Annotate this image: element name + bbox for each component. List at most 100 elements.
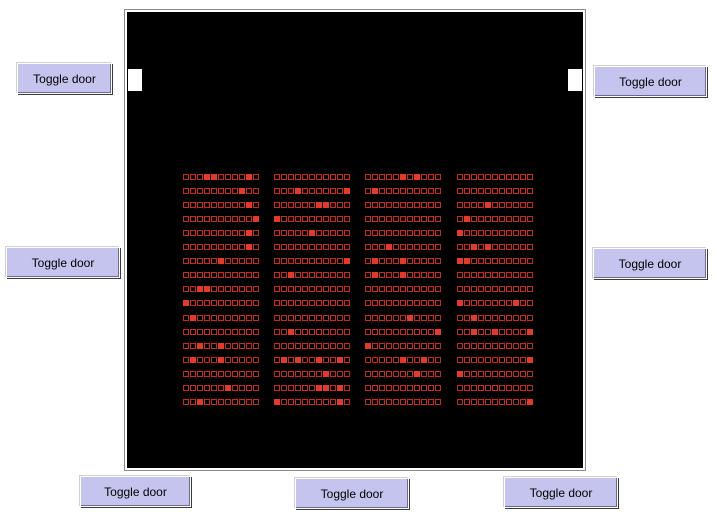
- seat-empty: [211, 399, 217, 405]
- door-right-indicator: [568, 69, 582, 91]
- toggle-door-button-nw[interactable]: Toggle door: [17, 63, 112, 94]
- seat-empty: [527, 174, 533, 180]
- seat-empty: [344, 385, 350, 391]
- seat-empty: [485, 272, 491, 278]
- seat-occupied: [211, 174, 217, 180]
- seat-empty: [478, 286, 484, 292]
- seat-empty: [281, 286, 287, 292]
- seat-empty: [400, 343, 406, 349]
- seat-empty: [464, 230, 470, 236]
- seat-empty: [464, 174, 470, 180]
- seat-empty: [414, 343, 420, 349]
- seat-occupied: [513, 300, 519, 306]
- seat-empty: [232, 230, 238, 236]
- seat-empty: [365, 385, 371, 391]
- seat-empty: [316, 188, 322, 194]
- seat-empty: [379, 371, 385, 377]
- seat-empty: [457, 244, 463, 250]
- seat-empty: [527, 371, 533, 377]
- seat-empty: [506, 385, 512, 391]
- toggle-door-button-w[interactable]: Toggle door: [6, 247, 120, 278]
- seat-empty: [190, 343, 196, 349]
- seat-empty: [253, 202, 259, 208]
- seat-occupied: [288, 329, 294, 335]
- toggle-door-label: Toggle door: [104, 484, 167, 499]
- seat-empty: [513, 258, 519, 264]
- seat-empty: [372, 230, 378, 236]
- toggle-door-button-ne[interactable]: Toggle door: [594, 66, 707, 97]
- seat-empty: [513, 371, 519, 377]
- seat-empty: [386, 385, 392, 391]
- seat-empty: [421, 216, 427, 222]
- seat-empty: [183, 343, 189, 349]
- seat-empty: [239, 329, 245, 335]
- seat-empty: [302, 300, 308, 306]
- seat-empty: [330, 244, 336, 250]
- seat-empty: [365, 258, 371, 264]
- seat-empty: [274, 188, 280, 194]
- seat-empty: [499, 258, 505, 264]
- seat-empty: [414, 188, 420, 194]
- seat-empty: [302, 343, 308, 349]
- seat-empty: [506, 244, 512, 250]
- seat-empty: [323, 343, 329, 349]
- seat-empty: [478, 244, 484, 250]
- seat-occupied: [281, 357, 287, 363]
- seat-empty: [393, 300, 399, 306]
- seat-empty: [288, 216, 294, 222]
- seat-empty: [218, 174, 224, 180]
- seat-empty: [225, 357, 231, 363]
- seat-occupied: [218, 258, 224, 264]
- seat-empty: [330, 399, 336, 405]
- seat-empty: [204, 230, 210, 236]
- seat-empty: [246, 258, 252, 264]
- seat-empty: [302, 286, 308, 292]
- seat-empty: [457, 202, 463, 208]
- toggle-door-label: Toggle door: [618, 256, 682, 271]
- seat-empty: [414, 202, 420, 208]
- seat-empty: [407, 385, 413, 391]
- toggle-door-button-se[interactable]: Toggle door: [504, 477, 618, 508]
- seat-empty: [232, 188, 238, 194]
- seat-empty: [471, 258, 477, 264]
- seat-empty: [295, 202, 301, 208]
- seat-empty: [274, 385, 280, 391]
- seat-occupied: [295, 188, 301, 194]
- seat-empty: [295, 343, 301, 349]
- seat-empty: [190, 174, 196, 180]
- seat-empty: [379, 258, 385, 264]
- seat-empty: [393, 202, 399, 208]
- seat-empty: [365, 244, 371, 250]
- seat-empty: [435, 244, 441, 250]
- toggle-door-button-sw[interactable]: Toggle door: [80, 476, 191, 507]
- seat-empty: [407, 399, 413, 405]
- seat-empty: [295, 300, 301, 306]
- seat-empty: [527, 385, 533, 391]
- seat-empty: [379, 202, 385, 208]
- seat-empty: [435, 258, 441, 264]
- seat-empty: [471, 188, 477, 194]
- seat-empty: [386, 258, 392, 264]
- hall-frame: [124, 9, 586, 471]
- seat-empty: [393, 371, 399, 377]
- seat-empty: [365, 230, 371, 236]
- seat-empty: [407, 244, 413, 250]
- seat-empty: [239, 230, 245, 236]
- toggle-door-button-s[interactable]: Toggle door: [295, 478, 409, 509]
- seat-empty: [288, 399, 294, 405]
- seat-empty: [478, 371, 484, 377]
- seat-empty: [492, 174, 498, 180]
- seat-occupied: [204, 174, 210, 180]
- seat-empty: [183, 371, 189, 377]
- seat-empty: [457, 343, 463, 349]
- seat-empty: [400, 329, 406, 335]
- seat-empty: [485, 258, 491, 264]
- seat-empty: [478, 329, 484, 335]
- seat-empty: [414, 258, 420, 264]
- toggle-door-button-e[interactable]: Toggle door: [593, 248, 707, 279]
- seat-empty: [421, 371, 427, 377]
- seat-empty: [295, 258, 301, 264]
- seat-empty: [302, 202, 308, 208]
- seat-empty: [499, 343, 505, 349]
- seat-empty: [190, 371, 196, 377]
